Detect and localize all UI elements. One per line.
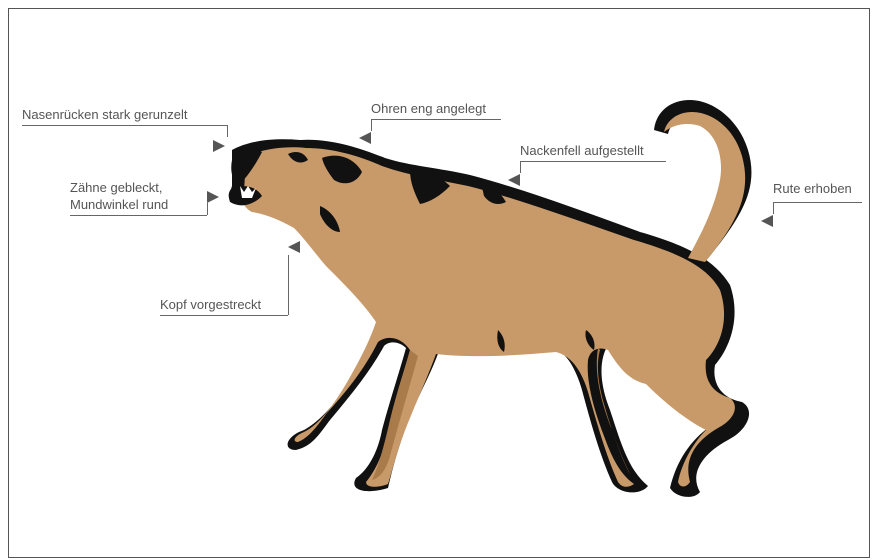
pointer-arrow-icon	[213, 140, 225, 152]
label-ears-flat: Ohren eng angelegt	[371, 101, 486, 117]
pointer-arrow-icon	[207, 191, 219, 203]
label-tail-pointer-line	[773, 202, 774, 214]
pointer-arrow-icon	[359, 132, 371, 144]
label-teeth-line1: Zähne gebleckt,	[70, 180, 163, 196]
label-teeth-line2: Mundwinkel rund	[70, 197, 168, 213]
label-tail-raised: Rute erhoben	[773, 181, 852, 197]
pointer-arrow-icon	[508, 174, 520, 186]
label-neck-pointer-line	[520, 161, 521, 173]
label-nose-wrinkled: Nasenrücken stark gerunzelt	[22, 107, 187, 123]
label-head-pointer-line	[288, 255, 289, 315]
label-neck-fur: Nackenfell aufgestellt	[520, 143, 644, 159]
label-neck-underline	[520, 161, 666, 162]
label-head-forward: Kopf vorgestreckt	[160, 297, 261, 313]
label-head-underline	[160, 315, 288, 316]
label-ears-underline	[371, 119, 501, 120]
label-ears-pointer-line	[371, 119, 372, 131]
label-teeth-underline	[70, 215, 207, 216]
label-nose-pointer-line	[227, 125, 228, 137]
label-tail-underline	[773, 202, 862, 203]
pointer-arrow-icon	[761, 215, 773, 227]
label-nose-underline	[22, 125, 227, 126]
label-teeth-pointer-line	[207, 203, 208, 215]
pointer-arrow-icon	[288, 241, 300, 253]
